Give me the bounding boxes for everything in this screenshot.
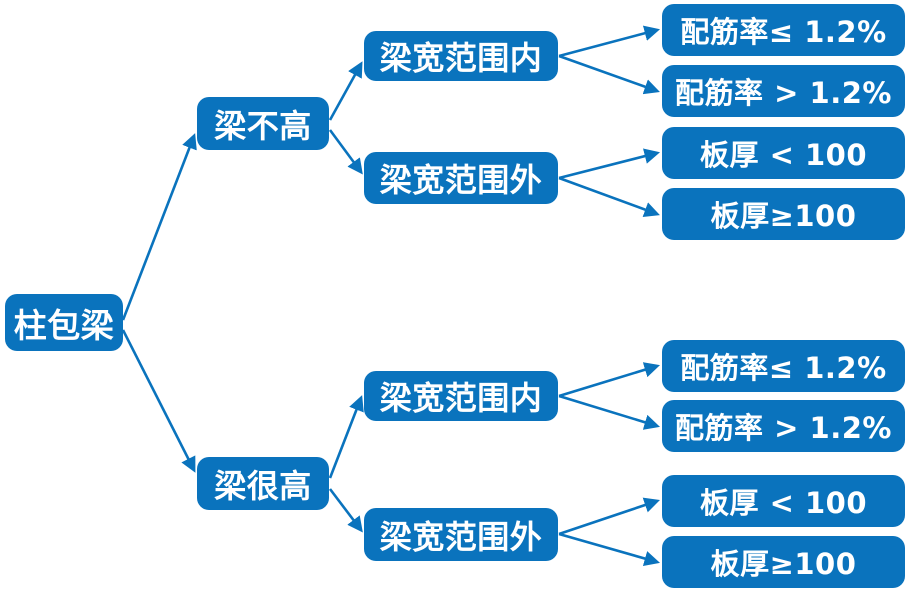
edge-top-outside-to-leaf3 xyxy=(558,148,661,180)
edge-bottom-within-to-leaf5 xyxy=(558,362,660,398)
node-root-column-wraps-beam: 柱包梁 xyxy=(5,294,123,351)
edge-veryhigh-to-within-width xyxy=(328,395,364,479)
node-beam-very-high: 梁很高 xyxy=(197,457,329,510)
edge-nothigh-to-within-width xyxy=(328,61,363,121)
edge-bottom-outside-to-leaf7 xyxy=(558,497,660,536)
leaf-slab-thickness-lt-100: 板厚 < 100 xyxy=(662,127,905,179)
edge-root-to-beam-very-high xyxy=(121,329,196,473)
node-bottom-outside-beam-width: 梁宽范围外 xyxy=(364,508,558,561)
edge-top-within-to-leaf2 xyxy=(558,54,660,95)
node-top-outside-beam-width: 梁宽范围外 xyxy=(364,152,558,204)
leaf-reinforcement-ratio-gt-1-2: 配筋率 > 1.2% xyxy=(662,65,905,117)
edge-veryhigh-to-outside-width xyxy=(328,488,363,533)
leaf-reinforcement-ratio-le-1-2: 配筋率≤ 1.2% xyxy=(662,340,905,392)
node-beam-not-high: 梁不高 xyxy=(197,97,329,150)
node-bottom-within-beam-width: 梁宽范围内 xyxy=(364,371,558,421)
leaf-slab-thickness-ge-100: 板厚≥100 xyxy=(662,536,905,588)
edge-bottom-outside-to-leaf8 xyxy=(558,532,660,567)
edge-nothigh-to-outside-width xyxy=(328,129,363,175)
leaf-slab-thickness-ge-100: 板厚≥100 xyxy=(662,188,905,240)
leaf-reinforcement-ratio-le-1-2: 配筋率≤ 1.2% xyxy=(662,4,905,56)
leaf-slab-thickness-lt-100: 板厚 < 100 xyxy=(662,475,905,527)
node-top-within-beam-width: 梁宽范围内 xyxy=(364,31,558,81)
edge-top-within-to-leaf1 xyxy=(558,25,661,58)
edge-bottom-within-to-leaf6 xyxy=(558,394,660,430)
leaf-reinforcement-ratio-gt-1-2: 配筋率 > 1.2% xyxy=(662,400,905,452)
edge-root-to-beam-not-high xyxy=(121,133,197,321)
edge-top-outside-to-leaf4 xyxy=(558,176,660,218)
